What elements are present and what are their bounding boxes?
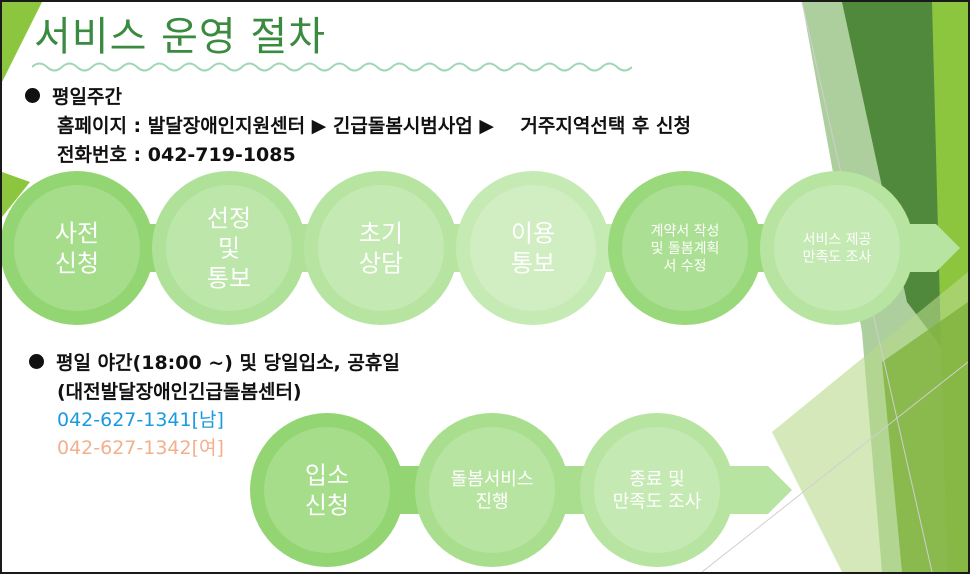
page-title: 서비스 운영 절차 [34,14,327,60]
bullet-icon [25,88,40,103]
chevron-arrow-icon [910,224,960,272]
chevron-arrow-icon [730,466,792,514]
weekday-phone-line: 전화번호 : 042-719-1085 [57,144,296,166]
step-disc [622,185,748,311]
step-disc [774,185,900,311]
step-disc [14,185,140,311]
night-phone-male: 042-627-1341[남] [57,409,224,431]
step-disc [166,185,292,311]
title-underline-wave [32,62,632,72]
step-disc [318,185,444,311]
step-disc [470,185,596,311]
night-center-name: (대전발달장애인긴급돌봄센터) [57,381,302,403]
weekday-homepage-line: 홈페이지 : 발달장애인지원센터 ▶ 긴급돌봄시범사업 ▶ 거주지역선택 후 신… [57,115,691,137]
night-phone-female: 042-627-1342[여] [57,437,224,459]
step-disc [594,427,720,553]
night-heading: 평일 야간(18:00 ~) 및 당일입소, 공휴일 [56,352,400,374]
step-disc [264,427,390,553]
weekday-heading: 평일주간 [52,86,122,108]
bullet-icon [29,354,44,369]
step-disc [429,427,555,553]
